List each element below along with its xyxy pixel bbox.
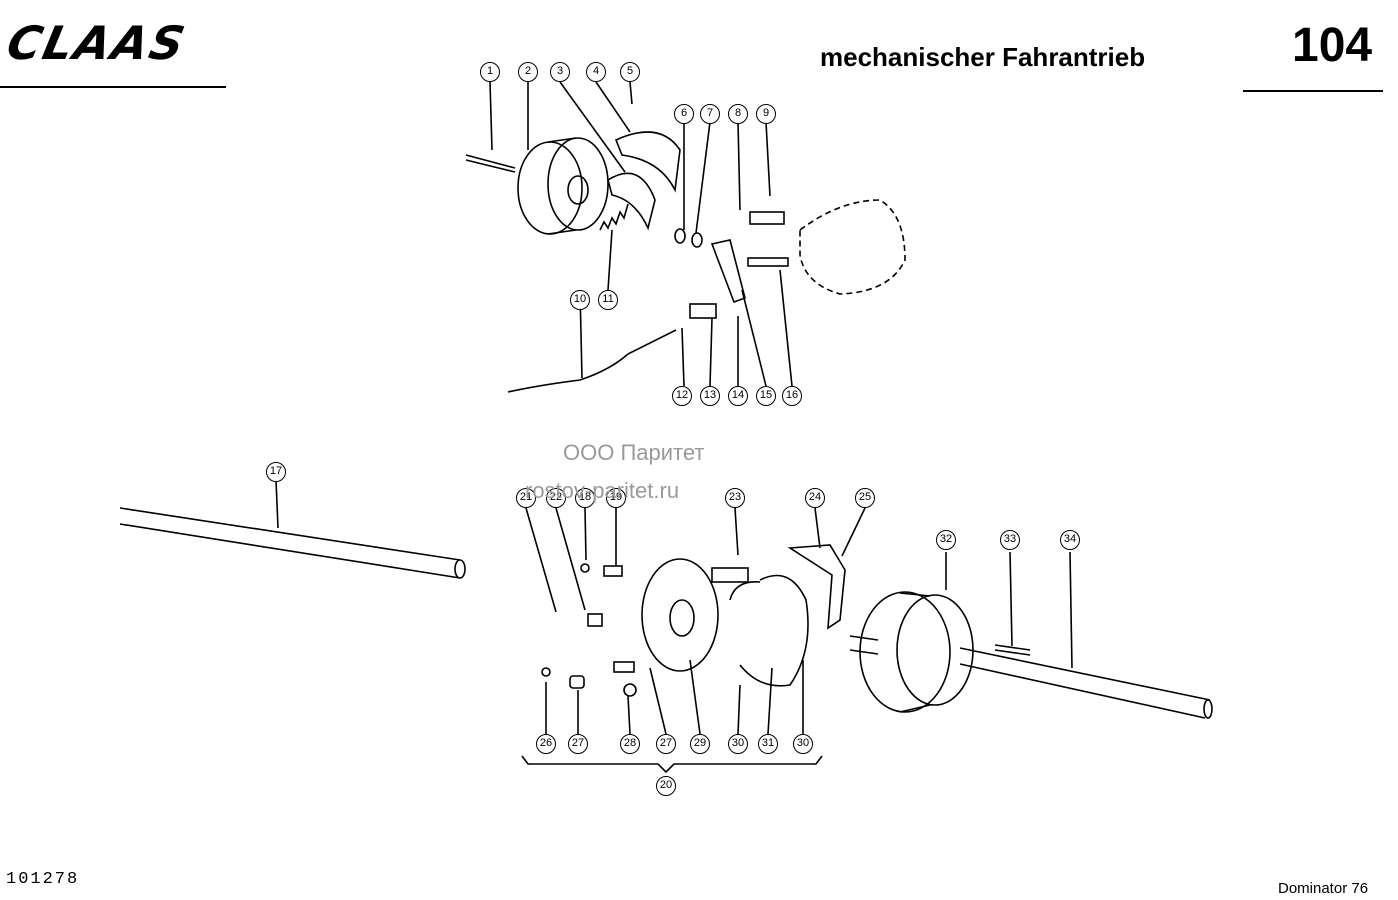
page-number: 104	[1292, 19, 1373, 72]
callout-7: 7	[700, 104, 720, 124]
callout-29: 29	[690, 734, 710, 754]
watermark-url: rostov-paritet.ru	[525, 478, 680, 503]
callout-17: 17	[266, 462, 286, 482]
page-title: mechanischer Fahrantrieb	[820, 42, 1146, 72]
callout-3: 3	[550, 62, 570, 82]
callout-30-right: 30	[793, 734, 813, 754]
callout-22: 22	[546, 488, 566, 508]
callout-31: 31	[758, 734, 778, 754]
callout-27-left: 27	[568, 734, 588, 754]
watermark-company: ООО Паритет	[563, 440, 705, 465]
callout-14: 14	[728, 386, 748, 406]
callout-28: 28	[620, 734, 640, 754]
callout-8: 8	[728, 104, 748, 124]
callout-11: 11	[598, 290, 618, 310]
header-rule-right	[1243, 90, 1383, 92]
callout-9: 9	[756, 104, 776, 124]
callout-13: 13	[700, 386, 720, 406]
model-name: Dominator 76	[1278, 880, 1369, 897]
callout-5: 5	[620, 62, 640, 82]
callout-10: 10	[570, 290, 590, 310]
callout-2: 2	[518, 62, 538, 82]
callout-18: 18	[575, 488, 595, 508]
callout-4: 4	[586, 62, 606, 82]
callout-1: 1	[480, 62, 500, 82]
callout-19: 19	[606, 488, 626, 508]
callout-27-right: 27	[656, 734, 676, 754]
callout-34: 34	[1060, 530, 1080, 550]
callout-23: 23	[725, 488, 745, 508]
callout-20: 20	[656, 776, 676, 796]
callout-26: 26	[536, 734, 556, 754]
callout-16: 16	[782, 386, 802, 406]
header-rule-left	[0, 86, 226, 88]
callout-15: 15	[756, 386, 776, 406]
callout-30-left: 30	[728, 734, 748, 754]
callout-6: 6	[674, 104, 694, 124]
callout-33: 33	[1000, 530, 1020, 550]
callout-32: 32	[936, 530, 956, 550]
callout-25: 25	[855, 488, 875, 508]
document-number: 101278	[6, 870, 80, 889]
callout-12: 12	[672, 386, 692, 406]
callout-24: 24	[805, 488, 825, 508]
callout-21: 21	[516, 488, 536, 508]
